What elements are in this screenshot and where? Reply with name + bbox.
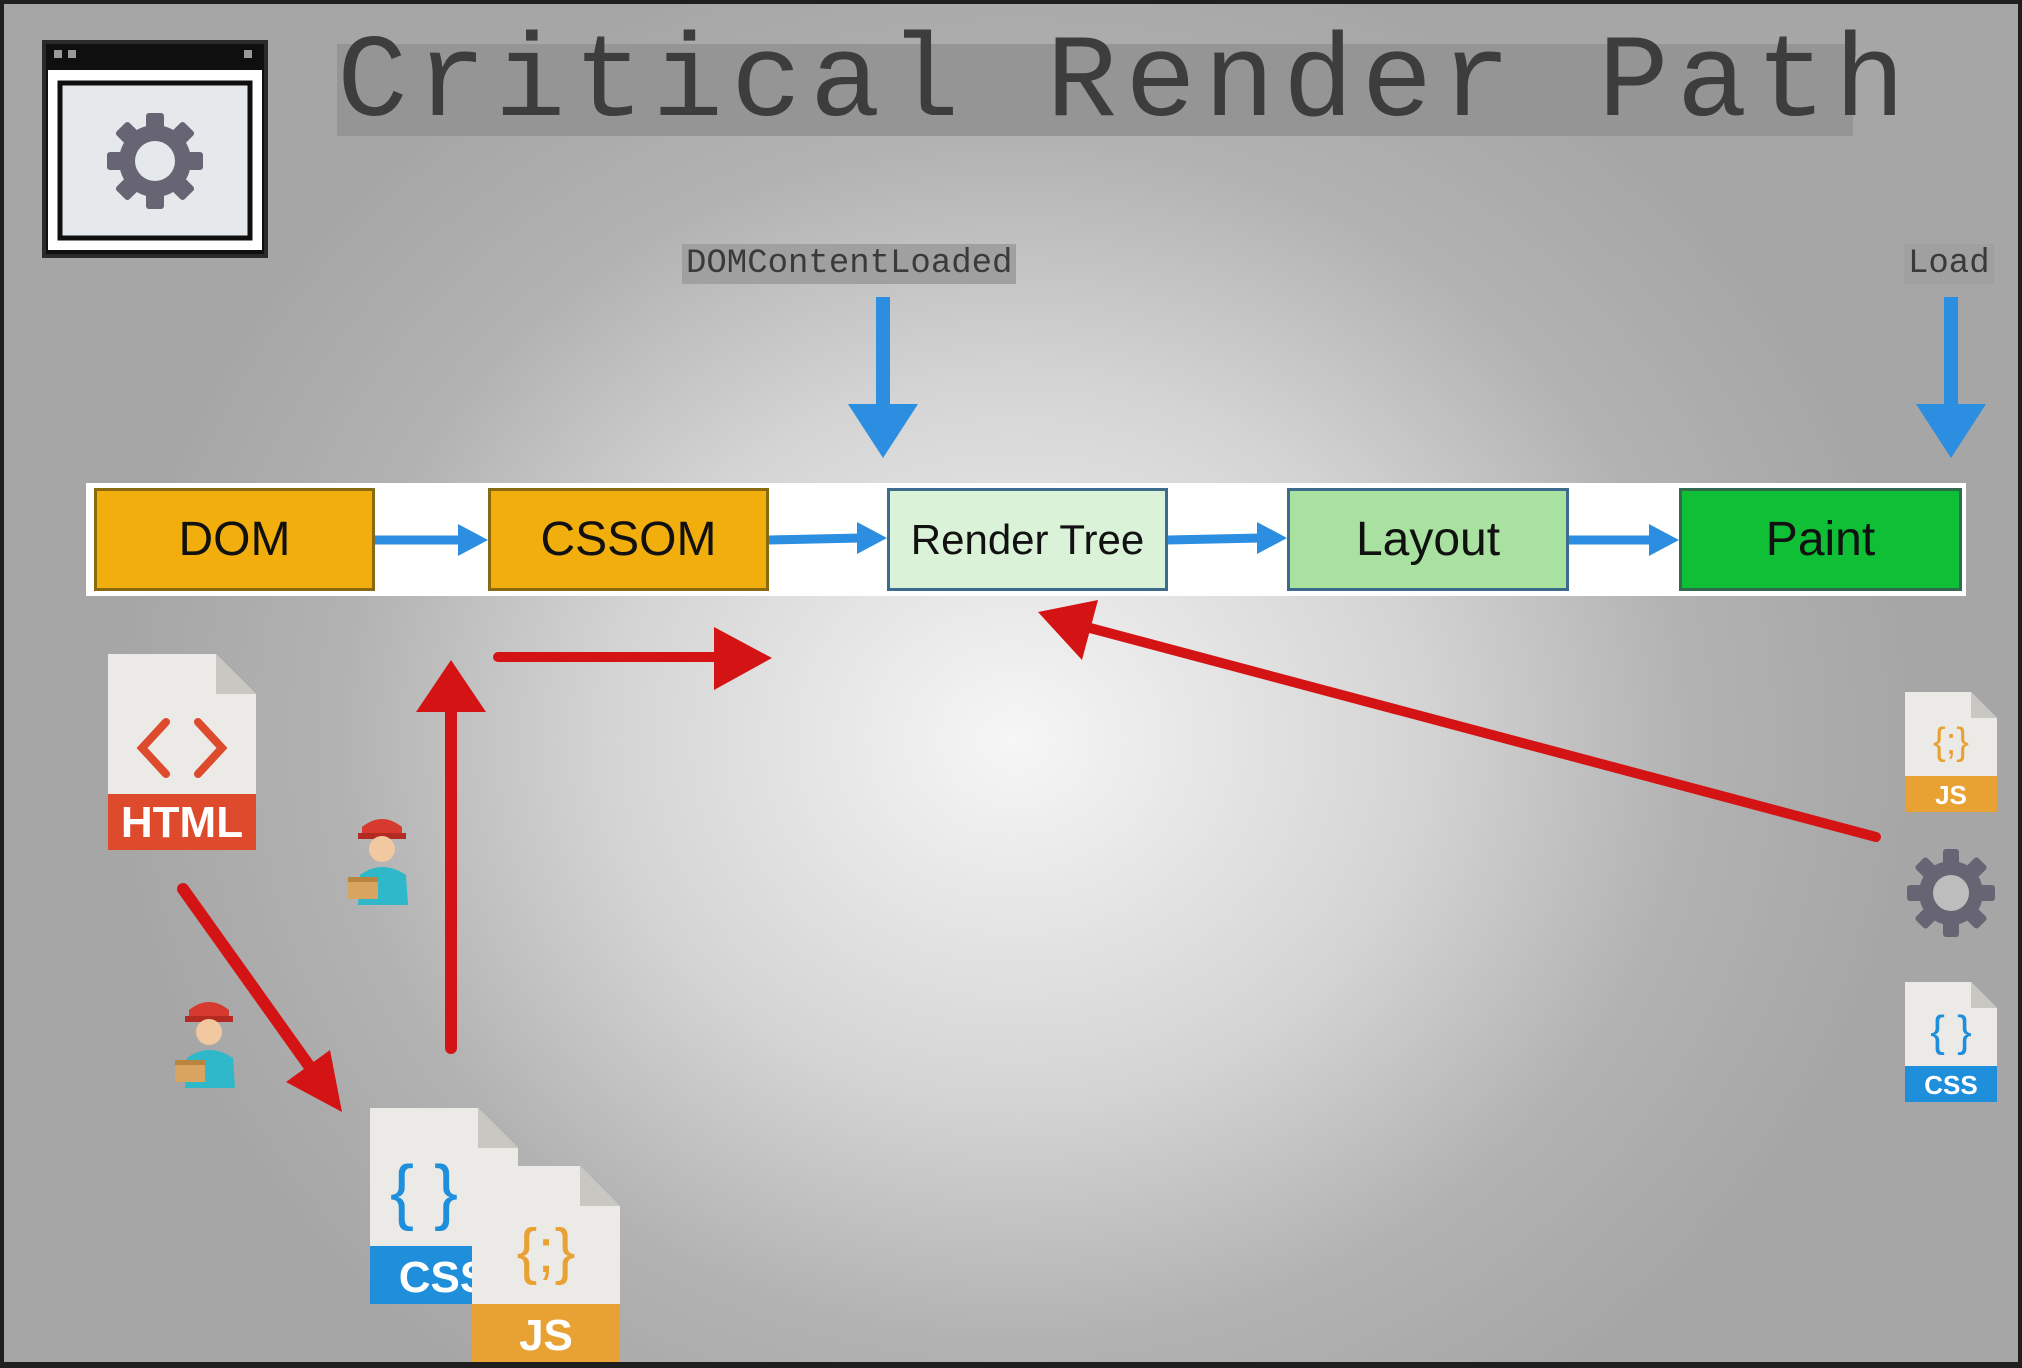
js-file-icon: {;} JS (472, 1166, 620, 1362)
browser-settings-icon (42, 40, 268, 258)
load-label: Load (1904, 244, 1994, 284)
stage-paint: Paint (1679, 488, 1962, 591)
css-brace: { } (390, 1152, 458, 1232)
stage-dom: DOM (94, 488, 375, 591)
red-arrow-js-to-render-tree (1038, 600, 1881, 842)
page-title: Critical Render Path (337, 18, 1914, 151)
html-file-label: HTML (121, 798, 243, 847)
css-file-label-right: CSS (1924, 1070, 1977, 1100)
js-file-label: JS (519, 1311, 573, 1360)
js-brace: {;} (517, 1217, 576, 1286)
red-arrow-html-to-css (177, 883, 342, 1112)
js-file-label-right: JS (1935, 780, 1967, 810)
delivery-worker-icon-2 (175, 1002, 235, 1088)
dom-content-loaded-arrow (848, 297, 918, 458)
gear-icon (1907, 849, 1995, 937)
title-highlight (337, 44, 1853, 136)
red-arrow-css-up (416, 660, 486, 1054)
red-arrow-to-render (493, 627, 772, 690)
stage-render-tree: Render Tree (887, 488, 1168, 591)
stage-cssom: CSSOM (488, 488, 769, 591)
stage-layout: Layout (1287, 488, 1569, 591)
html-file-icon: HTML (108, 654, 256, 850)
css-file-icon-right: { } CSS (1905, 982, 1997, 1102)
dom-content-loaded-label: DOMContentLoaded (682, 244, 1017, 284)
css-brace-right: { } (1930, 1007, 1972, 1056)
pipeline-arrow-1 (375, 524, 488, 556)
pipeline-arrow-4 (1569, 524, 1679, 556)
js-file-icon-right: {;} JS (1905, 692, 1997, 812)
delivery-worker-icon (348, 819, 408, 905)
pipeline-arrow-3 (1167, 522, 1287, 554)
load-arrow (1916, 297, 1986, 458)
js-brace-right: {;} (1933, 721, 1969, 763)
pipeline-arrow-2 (768, 522, 887, 554)
